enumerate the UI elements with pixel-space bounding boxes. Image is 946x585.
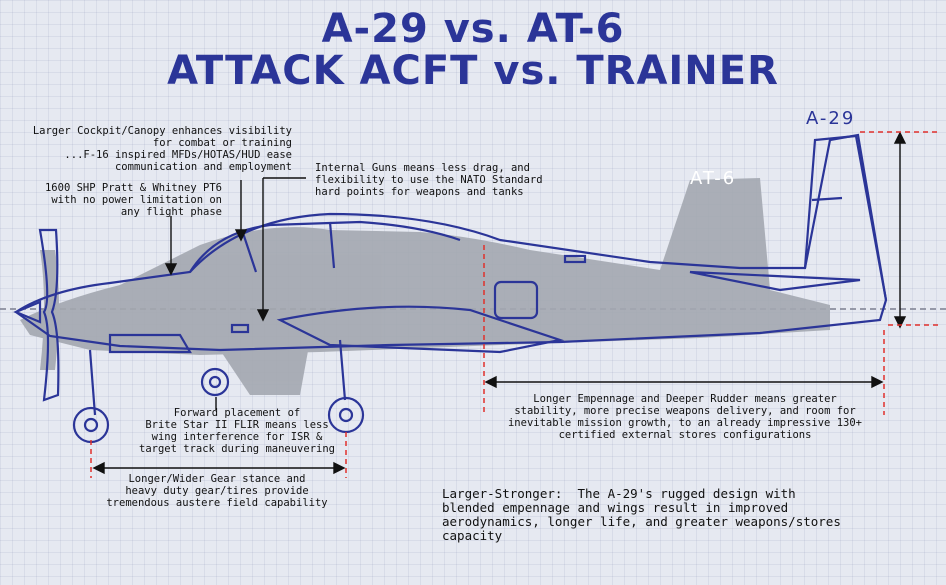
dimension-lines xyxy=(92,131,907,475)
panel xyxy=(230,323,250,334)
propeller xyxy=(38,228,60,402)
page-title-line1: A-29 vs. AT-6 xyxy=(321,6,625,52)
main-wheel-hub xyxy=(338,407,354,423)
panel xyxy=(493,280,539,320)
panel xyxy=(563,254,587,264)
spinner xyxy=(13,300,42,324)
flir-lens xyxy=(208,375,222,389)
guns-annotation: Internal Guns means less drag, and flexi… xyxy=(315,162,543,198)
rudder xyxy=(803,134,888,301)
page-title-line2: ATTACK ACFT vs. TRAINER xyxy=(167,48,779,94)
engine-annotation: 1600 SHP Pratt & Whitney PT6 with no pow… xyxy=(44,182,222,218)
empennage-annotation: Longer Empennage and Deeper Rudder means… xyxy=(507,393,862,441)
a29-label: A-29 xyxy=(806,108,856,129)
summary-text: Larger-Stronger: The A-29's rugged desig… xyxy=(442,486,841,543)
at6-label: AT-6 xyxy=(690,168,737,189)
nose-wheel-hub xyxy=(83,417,99,433)
horizontal-stabilizer xyxy=(689,270,861,292)
cockpit-annotation: Larger Cockpit/Canopy enhances visibilit… xyxy=(32,125,292,173)
wing xyxy=(276,305,565,354)
nose-wheel xyxy=(72,406,110,444)
pointer-arrows xyxy=(164,177,306,410)
canopy-frame xyxy=(240,221,336,273)
a29-outline xyxy=(13,133,888,444)
gear-annotation: Longer/Wider Gear stance and heavy duty … xyxy=(106,473,328,509)
canopy xyxy=(189,220,461,273)
nose-gear-strut xyxy=(88,349,97,416)
intake xyxy=(108,333,192,354)
main-gear-strut xyxy=(338,339,347,401)
reference-lines xyxy=(90,131,940,478)
flir-annotation: Forward placement of Brite Star II FLIR … xyxy=(139,407,335,455)
flir-pod xyxy=(200,367,230,397)
